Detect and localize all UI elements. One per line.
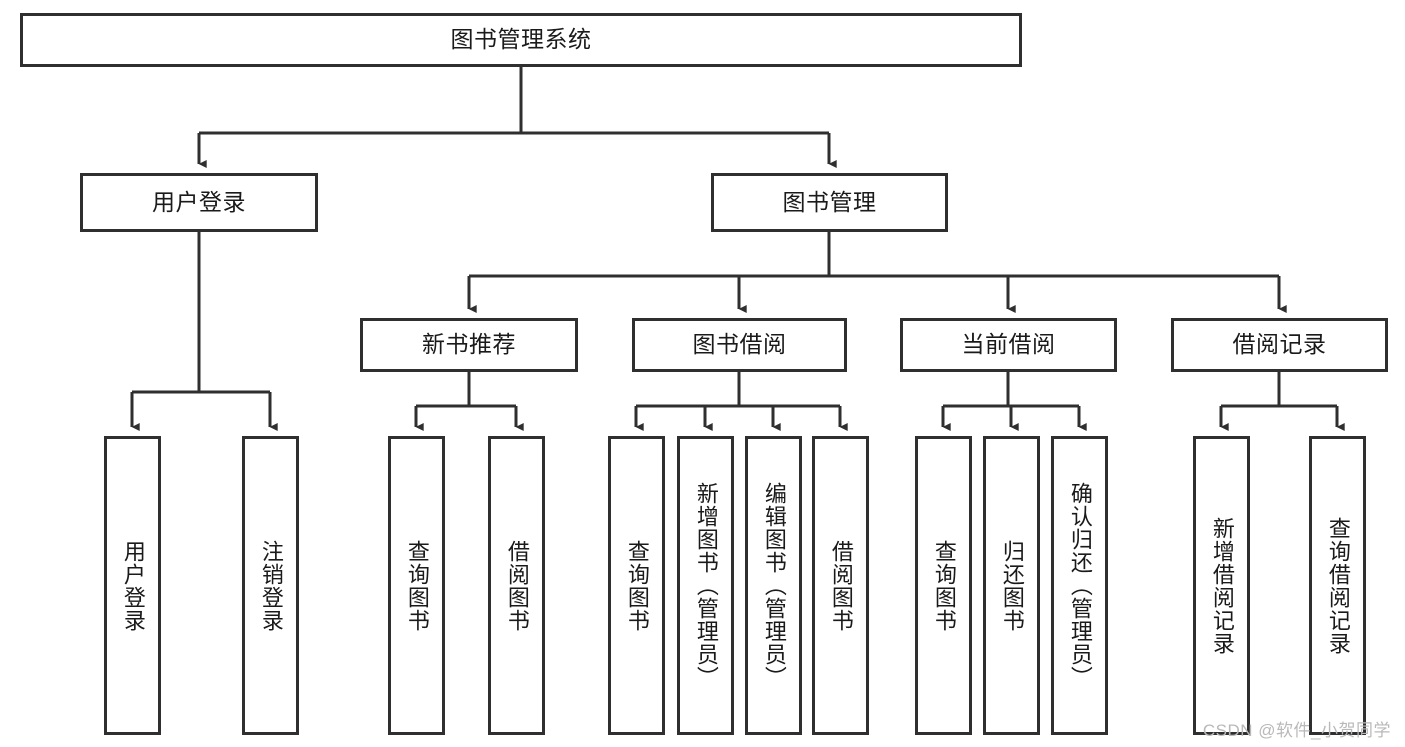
level3-node-book-borrow[interactable]: 图书借阅 bbox=[632, 318, 847, 372]
node-label: 用户登录 bbox=[120, 539, 146, 632]
leaf-node-leaf-borrow-borrow-book[interactable]: 借阅图书 bbox=[812, 436, 869, 735]
level3-node-new-book-recommend[interactable]: 新书推荐 bbox=[360, 318, 578, 372]
node-label: 借阅记录 bbox=[1232, 331, 1327, 358]
leaf-node-leaf-current-query-book[interactable]: 查询图书 bbox=[915, 436, 972, 735]
node-label: 编辑图书（管理员） bbox=[761, 482, 787, 689]
node-label: 借阅图书 bbox=[828, 539, 854, 632]
leaf-node-leaf-user-logout[interactable]: 注销登录 bbox=[242, 436, 299, 735]
root-node-root[interactable]: 图书管理系统 bbox=[20, 13, 1022, 67]
node-label: 查询图书 bbox=[931, 539, 957, 632]
level2-node-book-management[interactable]: 图书管理 bbox=[711, 173, 948, 232]
leaf-node-leaf-borrow-add-book[interactable]: 新增图书（管理员） bbox=[677, 436, 734, 735]
node-label: 借阅图书 bbox=[504, 539, 530, 632]
node-label: 归还图书 bbox=[999, 539, 1025, 632]
node-label: 图书借阅 bbox=[692, 331, 787, 358]
node-label: 注销登录 bbox=[258, 539, 284, 632]
node-label: 图书管理系统 bbox=[450, 26, 592, 53]
leaf-node-leaf-current-return-book[interactable]: 归还图书 bbox=[983, 436, 1040, 735]
leaf-node-leaf-borrow-query-book[interactable]: 查询图书 bbox=[608, 436, 665, 735]
node-label: 新增借阅记录 bbox=[1209, 516, 1235, 655]
leaf-node-leaf-borrow-edit-book[interactable]: 编辑图书（管理员） bbox=[745, 436, 802, 735]
leaf-node-leaf-record-add[interactable]: 新增借阅记录 bbox=[1193, 436, 1250, 735]
level2-node-user-login[interactable]: 用户登录 bbox=[80, 173, 318, 232]
level3-node-current-borrow[interactable]: 当前借阅 bbox=[900, 318, 1117, 372]
leaf-node-leaf-recommend-borrow-book[interactable]: 借阅图书 bbox=[488, 436, 545, 735]
node-label: 用户登录 bbox=[152, 188, 246, 215]
node-label: 新增图书（管理员） bbox=[693, 482, 719, 689]
node-label: 查询图书 bbox=[624, 539, 650, 632]
node-label: 新书推荐 bbox=[422, 331, 516, 358]
level3-node-borrow-record[interactable]: 借阅记录 bbox=[1171, 318, 1388, 372]
connector-lines bbox=[130, 67, 1345, 431]
node-label: 查询图书 bbox=[404, 539, 430, 632]
node-label: 图书管理 bbox=[782, 188, 877, 215]
leaf-node-leaf-recommend-query-book[interactable]: 查询图书 bbox=[388, 436, 445, 735]
leaf-node-leaf-user-login[interactable]: 用户登录 bbox=[104, 436, 161, 735]
leaf-node-leaf-record-query[interactable]: 查询借阅记录 bbox=[1309, 436, 1366, 735]
node-label: 当前借阅 bbox=[961, 331, 1056, 358]
leaf-node-leaf-current-confirm-return[interactable]: 确认归还（管理员） bbox=[1051, 436, 1108, 735]
node-label: 确认归还（管理员） bbox=[1067, 482, 1093, 689]
node-label: 查询借阅记录 bbox=[1325, 516, 1351, 655]
